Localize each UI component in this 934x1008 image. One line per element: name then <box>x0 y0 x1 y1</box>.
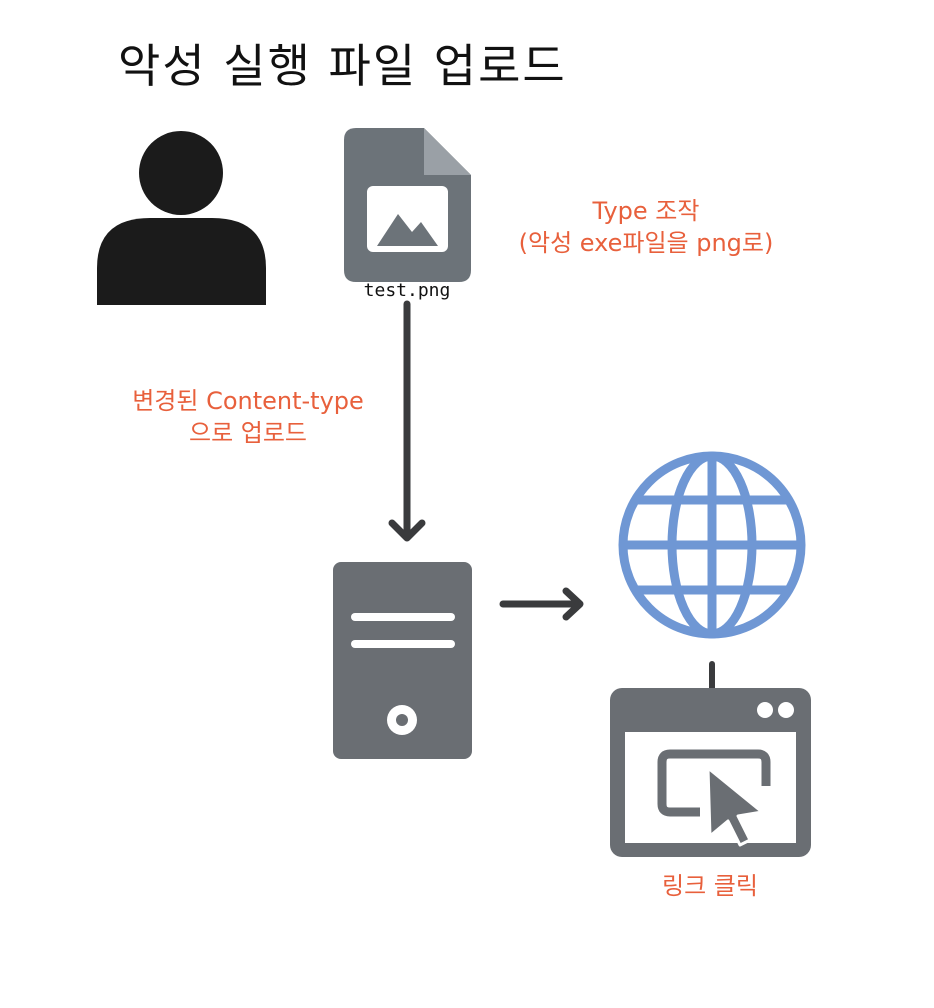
type-manipulation-line2: (악성 exe파일을 png로) <box>518 229 774 257</box>
browser-click-icon <box>610 688 811 857</box>
user-icon <box>97 131 266 305</box>
upload-annotation: 변경된 Content-type 으로 업로드 <box>108 385 388 449</box>
globe-icon <box>618 451 806 639</box>
upload-line1: 변경된 Content-type <box>132 387 364 415</box>
file-name: test.png <box>363 280 451 301</box>
image-file-icon <box>344 128 471 282</box>
type-manipulation-line1: Type 조작 <box>592 197 700 225</box>
link-click-annotation: 링크 클릭 <box>662 872 758 900</box>
page-title: 악성 실행 파일 업로드 <box>118 39 567 93</box>
upload-line2: 으로 업로드 <box>188 419 308 447</box>
publish-arrow <box>499 587 584 621</box>
upload-arrow <box>388 300 426 542</box>
type-manipulation-annotation: Type 조작 (악성 exe파일을 png로) <box>496 195 796 259</box>
server-icon <box>333 562 472 759</box>
